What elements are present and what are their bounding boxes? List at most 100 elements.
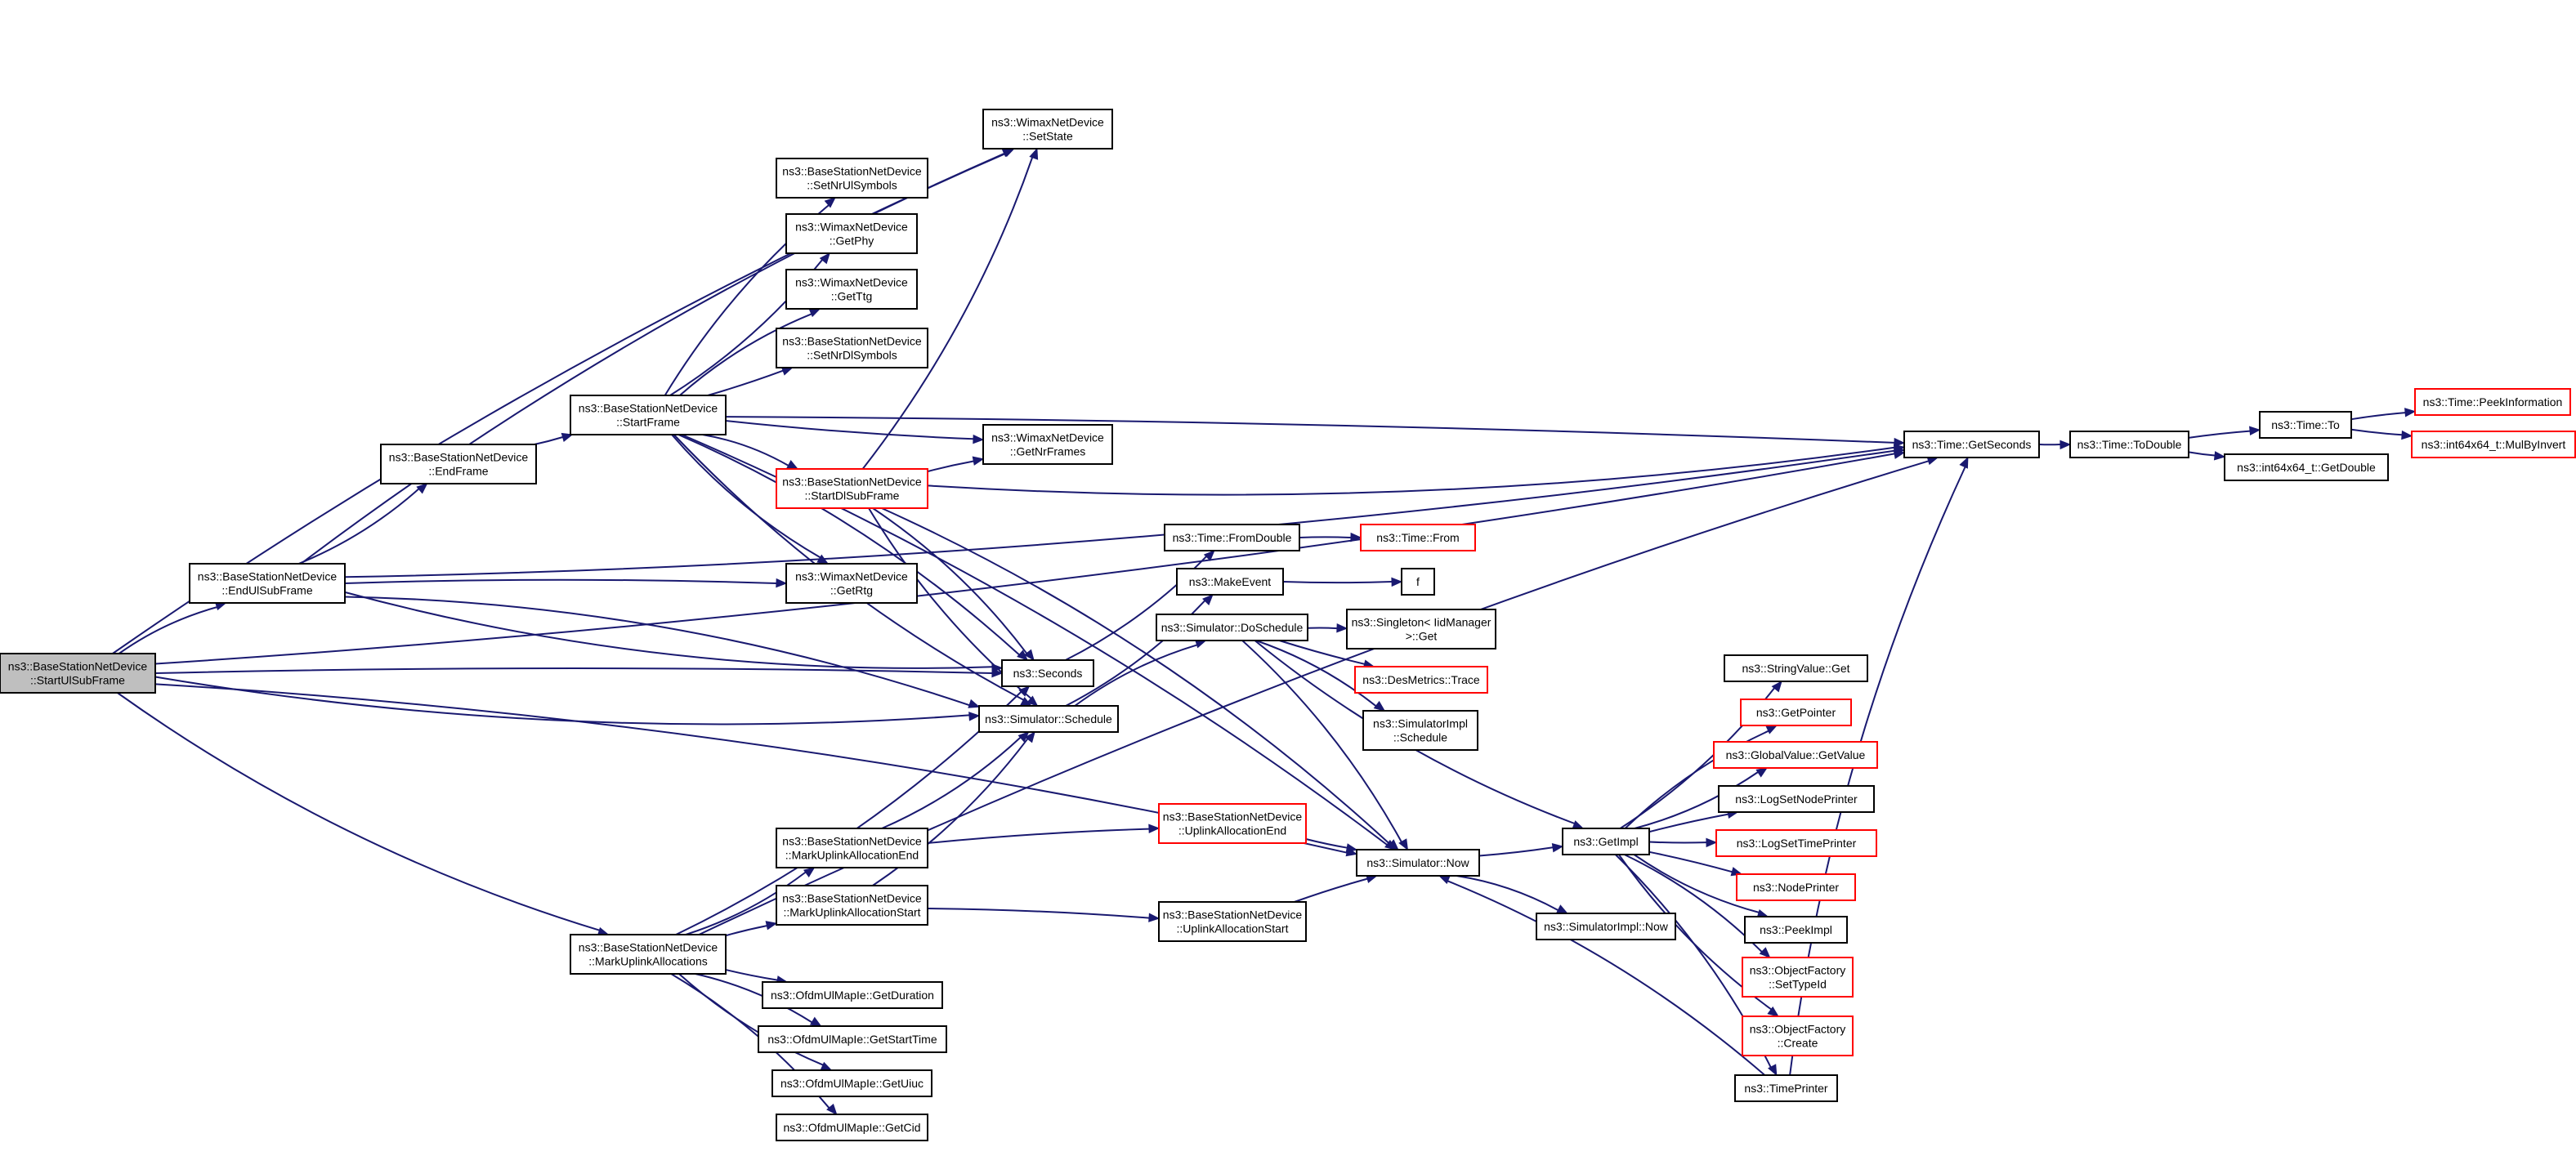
node-box[interactable] [1158, 803, 1307, 844]
node-sim-schedule[interactable]: ns3::Simulator::Schedule [978, 705, 1119, 733]
node-f[interactable]: f [1401, 568, 1435, 596]
node-get-start-time[interactable]: ns3::OfdmUlMapIe::GetStartTime [758, 1025, 947, 1053]
node-box[interactable] [776, 158, 928, 199]
node-box[interactable] [1360, 524, 1476, 551]
node-box[interactable] [380, 444, 537, 484]
node-get-rtg[interactable]: ns3::WimaxNetDevice::GetRtg [785, 563, 918, 604]
node-box[interactable] [0, 653, 156, 694]
node-box[interactable] [1742, 1016, 1854, 1056]
node-box[interactable] [1356, 849, 1480, 877]
node-box[interactable] [1736, 873, 1856, 901]
node-box[interactable] [1734, 1074, 1838, 1102]
node-time-from[interactable]: ns3::Time::From [1360, 524, 1476, 551]
node-box[interactable] [189, 563, 346, 604]
node-to-double[interactable]: ns3::Time::ToDouble [2069, 431, 2189, 458]
node-box[interactable] [570, 395, 727, 435]
node-string-value-get[interactable]: ns3::StringValue::Get [1724, 654, 1868, 682]
node-box[interactable] [776, 328, 928, 368]
node-get-phy[interactable]: ns3::WimaxNetDevice::GetPhy [785, 213, 918, 254]
node-mark-ul-alloc[interactable]: ns3::BaseStationNetDevice::MarkUplinkAll… [570, 934, 727, 975]
node-of-create[interactable]: ns3::ObjectFactory::Create [1742, 1016, 1854, 1056]
node-box[interactable] [1903, 431, 2040, 458]
node-mark-ul-start[interactable]: ns3::BaseStationNetDevice::MarkUplinkAll… [776, 885, 928, 926]
node-box[interactable] [1718, 785, 1875, 813]
node-box[interactable] [1713, 741, 1878, 769]
node-node-printer[interactable]: ns3::NodePrinter [1736, 873, 1856, 901]
node-box[interactable] [776, 1114, 928, 1141]
node-box[interactable] [978, 705, 1119, 733]
node-box[interactable] [1354, 666, 1488, 694]
node-box[interactable] [785, 563, 918, 604]
node-box[interactable] [1744, 916, 1848, 944]
node-simimpl-now[interactable]: ns3::SimulatorImpl::Now [1536, 913, 1676, 940]
node-start-frame[interactable]: ns3::BaseStationNetDevice::StartFrame [570, 395, 727, 435]
node-seconds[interactable]: ns3::Seconds [1001, 659, 1094, 687]
node-time-to[interactable]: ns3::Time::To [2259, 411, 2352, 439]
node-get-pointer[interactable]: ns3::GetPointer [1740, 699, 1852, 726]
node-box[interactable] [785, 213, 918, 254]
node-get-nr-frames[interactable]: ns3::WimaxNetDevice::GetNrFrames [982, 424, 1113, 465]
node-box[interactable] [1176, 568, 1284, 596]
node-mark-ul-end[interactable]: ns3::BaseStationNetDevice::MarkUplinkAll… [776, 828, 928, 868]
node-box[interactable] [1562, 828, 1650, 855]
node-ul-alloc-end[interactable]: ns3::BaseStationNetDevice::UplinkAllocat… [1158, 803, 1307, 844]
node-start-dl[interactable]: ns3::BaseStationNetDevice::StartDlSubFra… [776, 468, 928, 509]
node-get-ttg[interactable]: ns3::WimaxNetDevice::GetTtg [785, 269, 918, 310]
node-singleton-get[interactable]: ns3::Singleton< IidManager >::Get [1346, 609, 1496, 649]
node-get-seconds[interactable]: ns3::Time::GetSeconds [1903, 431, 2040, 458]
node-from-double[interactable]: ns3::Time::FromDouble [1164, 524, 1300, 551]
node-box[interactable] [1715, 829, 1877, 857]
node-mul-by-invert[interactable]: ns3::int64x64_t::MulByInvert [2411, 431, 2576, 458]
node-peek-impl[interactable]: ns3::PeekImpl [1744, 916, 1848, 944]
node-box[interactable] [1362, 710, 1478, 751]
node-set-state[interactable]: ns3::WimaxNetDevice::SetState [982, 109, 1113, 150]
node-box[interactable] [776, 828, 928, 868]
node-box[interactable] [1401, 568, 1435, 596]
node-box[interactable] [1156, 614, 1308, 641]
node-box[interactable] [771, 1069, 932, 1097]
node-box[interactable] [1346, 609, 1496, 649]
node-sim-now[interactable]: ns3::Simulator::Now [1356, 849, 1480, 877]
node-box[interactable] [776, 885, 928, 926]
node-get-duration[interactable]: ns3::OfdmUlMapIe::GetDuration [762, 981, 943, 1009]
node-box[interactable] [982, 109, 1113, 150]
node-box[interactable] [1536, 913, 1676, 940]
node-log-node-printer[interactable]: ns3::LogSetNodePrinter [1718, 785, 1875, 813]
node-peek-info[interactable]: ns3::Time::PeekInformation [2414, 388, 2571, 416]
node-box[interactable] [2411, 431, 2576, 458]
node-box[interactable] [1158, 901, 1307, 942]
node-box[interactable] [2069, 431, 2189, 458]
node-get-cid[interactable]: ns3::OfdmUlMapIe::GetCid [776, 1114, 928, 1141]
node-global-value-get[interactable]: ns3::GlobalValue::GetValue [1713, 741, 1878, 769]
node-ul-alloc-start[interactable]: ns3::BaseStationNetDevice::UplinkAllocat… [1158, 901, 1307, 942]
node-get-double[interactable]: ns3::int64x64_t::GetDouble [2224, 453, 2389, 481]
node-box[interactable] [1740, 699, 1852, 726]
node-box[interactable] [2224, 453, 2389, 481]
node-box[interactable] [762, 981, 943, 1009]
node-box[interactable] [2259, 411, 2352, 439]
node-log-time-printer[interactable]: ns3::LogSetTimePrinter [1715, 829, 1877, 857]
node-box[interactable] [776, 468, 928, 509]
node-des-trace[interactable]: ns3::DesMetrics::Trace [1354, 666, 1488, 694]
node-simimpl-schedule[interactable]: ns3::SimulatorImpl::Schedule [1362, 710, 1478, 751]
node-set-nr-ul[interactable]: ns3::BaseStationNetDevice::SetNrUlSymbol… [776, 158, 928, 199]
node-box[interactable] [1742, 957, 1854, 998]
node-end-ul[interactable]: ns3::BaseStationNetDevice::EndUlSubFrame [189, 563, 346, 604]
node-box[interactable] [1724, 654, 1868, 682]
node-end-frame[interactable]: ns3::BaseStationNetDevice::EndFrame [380, 444, 537, 484]
node-box[interactable] [785, 269, 918, 310]
node-get-impl[interactable]: ns3::GetImpl [1562, 828, 1650, 855]
node-box[interactable] [570, 934, 727, 975]
node-get-uiuc[interactable]: ns3::OfdmUlMapIe::GetUiuc [771, 1069, 932, 1097]
node-do-schedule[interactable]: ns3::Simulator::DoSchedule [1156, 614, 1308, 641]
node-time-printer[interactable]: ns3::TimePrinter [1734, 1074, 1838, 1102]
node-make-event[interactable]: ns3::MakeEvent [1176, 568, 1284, 596]
node-box[interactable] [758, 1025, 947, 1053]
node-box[interactable] [1164, 524, 1300, 551]
node-of-set-type[interactable]: ns3::ObjectFactory::SetTypeId [1742, 957, 1854, 998]
node-set-nr-dl[interactable]: ns3::BaseStationNetDevice::SetNrDlSymbol… [776, 328, 928, 368]
node-box[interactable] [1001, 659, 1094, 687]
node-box[interactable] [982, 424, 1113, 465]
node-start-ul[interactable]: ns3::BaseStationNetDevice::StartUlSubFra… [0, 653, 156, 694]
node-box[interactable] [2414, 388, 2571, 416]
